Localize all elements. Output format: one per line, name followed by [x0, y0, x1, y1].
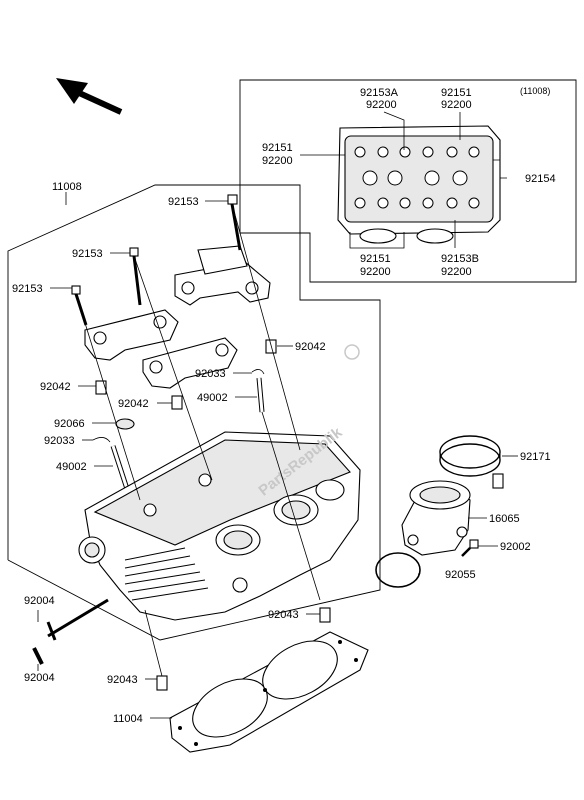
label-11004: 11004: [113, 713, 143, 725]
inset-label-92153B: 92153B: [441, 253, 479, 265]
camshaft-cap-middle: [142, 337, 238, 389]
camshaft-cap-left: [84, 309, 179, 361]
oil-pipe-49002-right: [256, 377, 265, 413]
label-92033-left: 92033: [44, 435, 75, 447]
bolt-92002: [461, 539, 479, 557]
label-92043-upper: 92043: [268, 609, 299, 621]
inset-label-92151-b: 92151: [262, 142, 293, 154]
label-92153-middle: 92153: [72, 248, 103, 260]
inset-label-92153A: 92153A: [360, 87, 399, 99]
label-92042-middle: 92042: [118, 398, 149, 410]
front-arrow-icon: [56, 78, 123, 115]
inset-head-top-view: [337, 125, 501, 244]
label-92004-upper: 92004: [24, 595, 55, 607]
seal-92066: [115, 418, 135, 430]
label-49002-left: 49002: [56, 461, 87, 473]
inset-label-92151-a: 92151: [441, 87, 472, 99]
dowel-pin-92042-left: [95, 380, 107, 395]
dowel-pin-92043-lower: [156, 675, 168, 691]
watermark-gear-icon: [344, 344, 360, 360]
inset-label-92200-e: 92200: [441, 266, 472, 278]
o-ring-92055: [375, 552, 421, 588]
leader-lines: [37, 192, 518, 719]
bolt-92153-middle: [129, 247, 142, 306]
clip-92033-left: [92, 437, 111, 443]
label-16065: 16065: [489, 513, 520, 525]
camshaft-holder-upper: [174, 245, 271, 306]
inset-tag: (11008): [520, 86, 550, 96]
inset-label-92151-c: 92151: [360, 253, 391, 265]
label-11008: 11008: [52, 181, 82, 193]
clip-92033-right: [251, 369, 265, 375]
inset-label-92200-c: 92200: [262, 155, 293, 167]
label-92033-right: 92033: [195, 368, 226, 380]
label-92055: 92055: [445, 569, 476, 581]
inset-label-92200-d: 92200: [360, 266, 391, 278]
main-frame: [7, 184, 381, 641]
dowel-pin-92043-upper: [319, 607, 331, 623]
label-92153-right: 92153: [168, 196, 199, 208]
inset-label-92154: 92154: [525, 173, 556, 185]
bolt-92153-right: [227, 194, 242, 251]
label-92171: 92171: [520, 451, 551, 463]
label-92004-lower: 92004: [24, 672, 55, 684]
label-92043-lower: 92043: [107, 674, 138, 686]
label-92042-right: 92042: [295, 341, 326, 353]
inset-label-92200-b: 92200: [441, 99, 472, 111]
head-gasket-11004: [169, 631, 369, 753]
intake-holder-16065: [401, 480, 471, 556]
label-92002: 92002: [500, 541, 531, 553]
label-92066: 92066: [54, 418, 85, 430]
clamp-92171: [439, 435, 504, 489]
label-92153-left: 92153: [12, 283, 43, 295]
inset-leaders: [300, 111, 507, 249]
stud-bolt-92004-upper: [46, 598, 109, 641]
label-49002-right: 49002: [197, 392, 228, 404]
inset-label-92200-a: 92200: [366, 99, 397, 111]
stud-bolt-92004-lower: [32, 647, 44, 665]
cylinder-head-11008: [78, 431, 361, 621]
label-92042-left: 92042: [40, 381, 71, 393]
dowel-pin-92042-middle: [171, 395, 183, 410]
